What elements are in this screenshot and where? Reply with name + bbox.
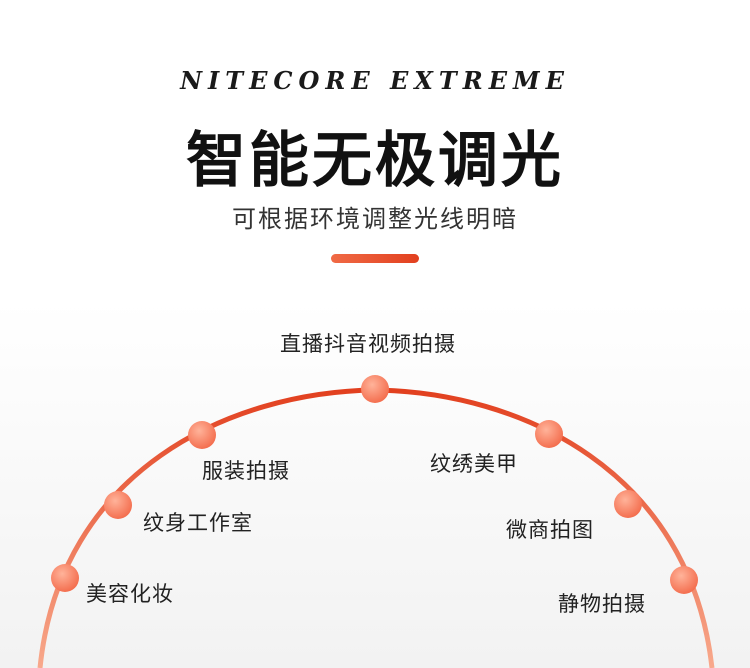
scenario-label-live-stream: 直播抖音视频拍摄 bbox=[280, 332, 456, 356]
scenario-label-beauty-makeup: 美容化妆 bbox=[86, 582, 174, 606]
scenario-label-tattoo-studio: 纹身工作室 bbox=[143, 511, 253, 535]
brand-name: NITECORE EXTREME bbox=[180, 66, 570, 95]
scenario-label-still-life: 静物拍摄 bbox=[558, 592, 646, 616]
scenario-label-clothing-shoot: 服装拍摄 bbox=[202, 459, 290, 483]
page-subtitle: 可根据环境调整光线明暗 bbox=[232, 205, 518, 233]
page-title: 智能无极调光 bbox=[186, 126, 564, 196]
scenario-label-product-photo: 微商拍图 bbox=[506, 518, 594, 542]
dot-still-life bbox=[670, 566, 698, 594]
accent-divider bbox=[331, 254, 419, 263]
scenario-label-brow-nail: 纹绣美甲 bbox=[430, 452, 518, 476]
dot-beauty-makeup bbox=[51, 564, 79, 592]
dot-brow-nail bbox=[535, 420, 563, 448]
dot-clothing-shoot bbox=[188, 421, 216, 449]
dot-product-photo bbox=[614, 490, 642, 518]
dot-live-stream bbox=[361, 375, 389, 403]
dot-tattoo-studio bbox=[104, 491, 132, 519]
dimming-arc bbox=[37, 387, 715, 668]
